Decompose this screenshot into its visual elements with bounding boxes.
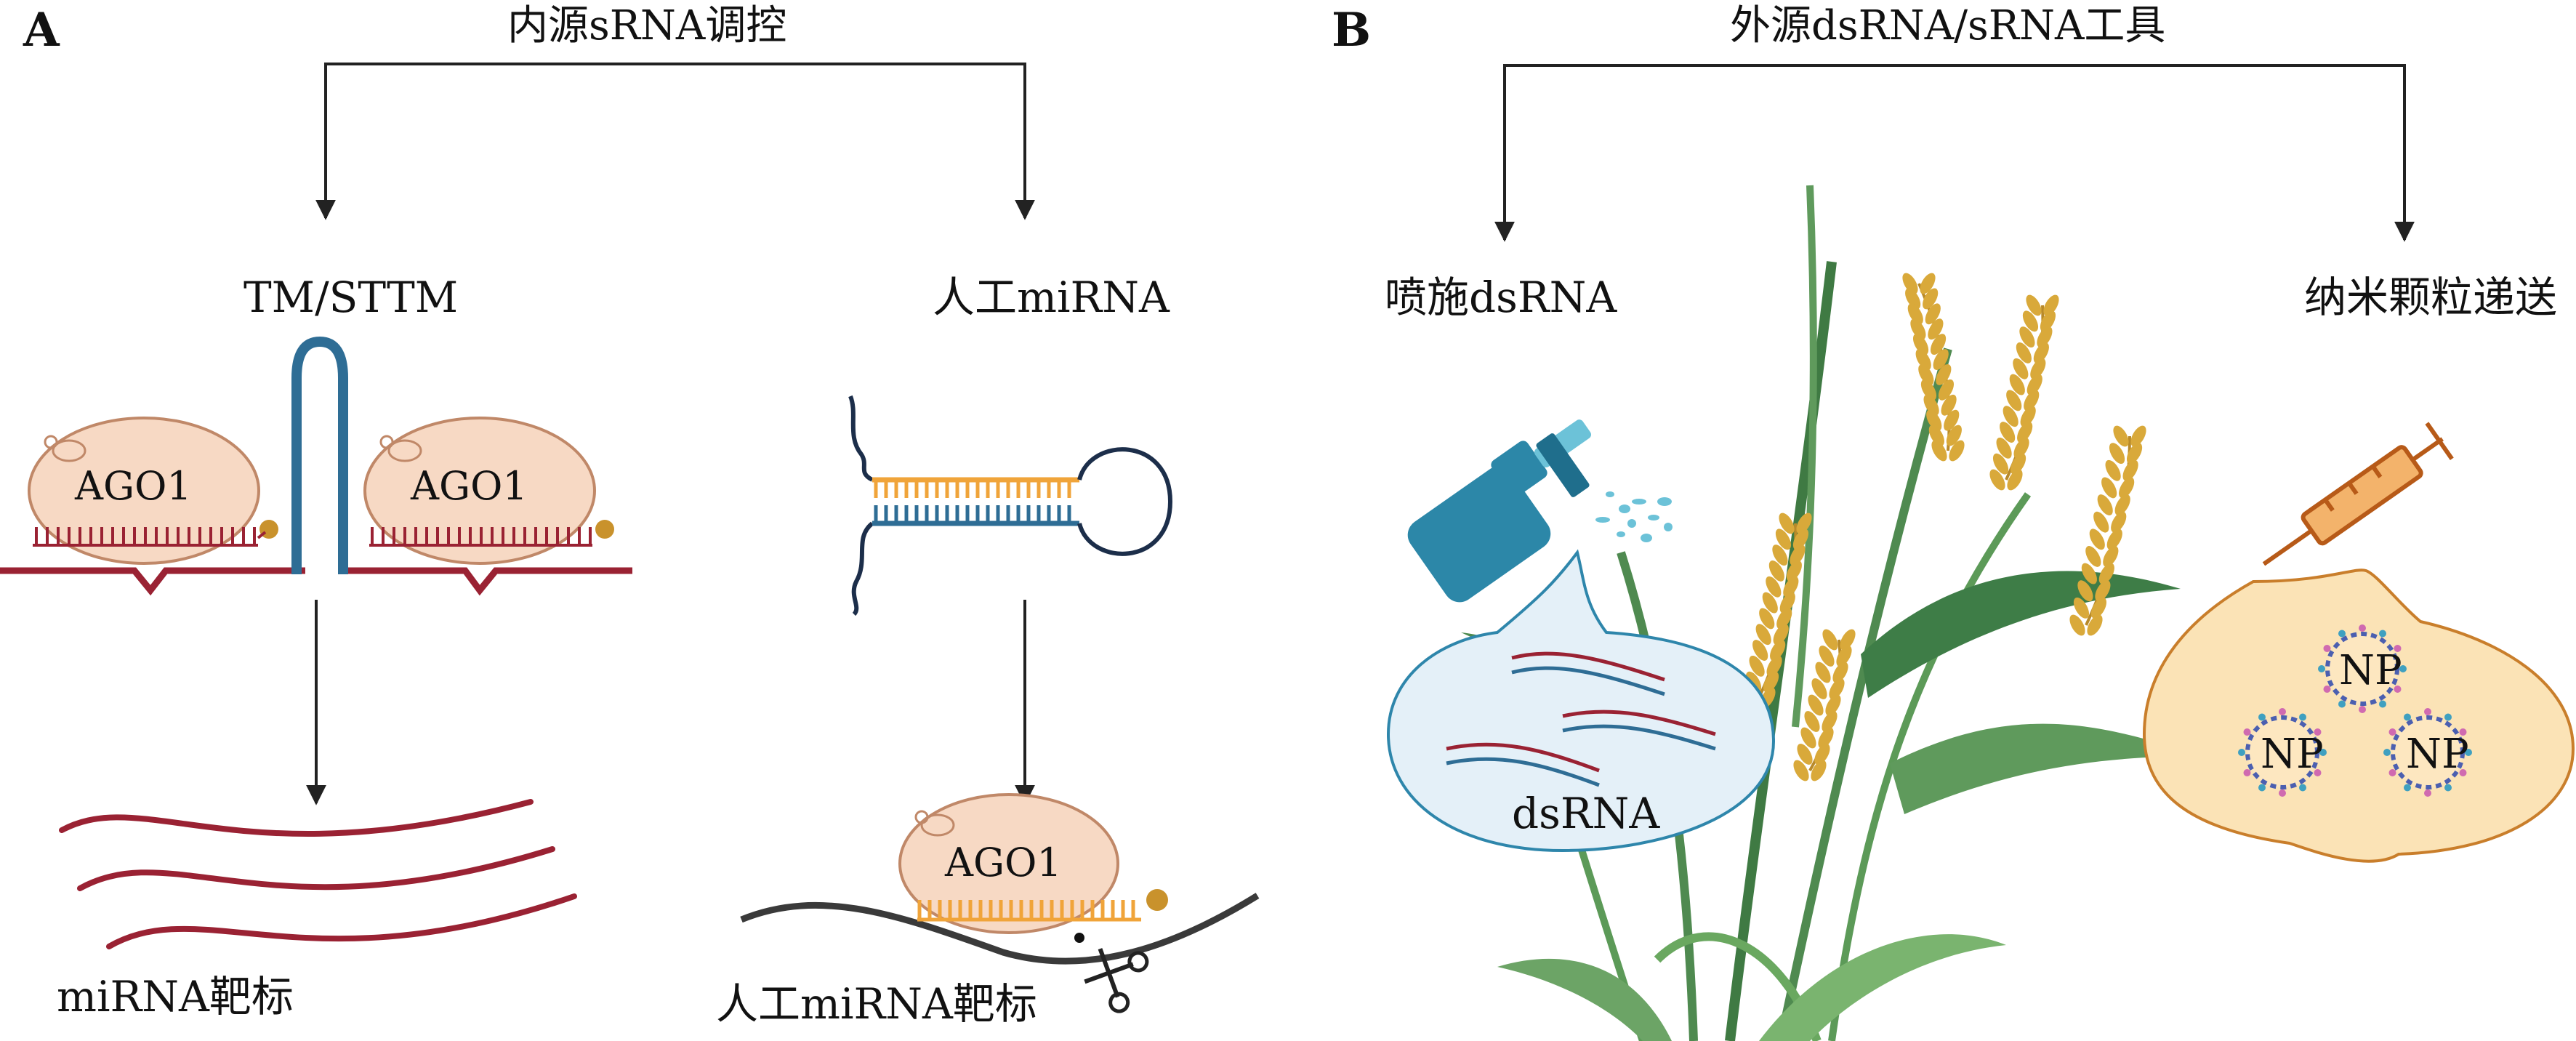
free-mirna-targets [59,799,577,949]
np-delivery-bubble [2142,568,2575,863]
sttm-hairpin [291,336,348,574]
mirna-cap-right [595,520,614,539]
artificial-mirna-hairpin [848,395,1173,616]
ago1-complex-amirna [898,793,1119,934]
syringe-icon [2262,422,2454,566]
panel-b-branch-connector [1494,64,2415,242]
dsrna-duplexes [1446,651,1716,787]
sprayer-bottle-icon [1407,419,1673,603]
scissors-icon [1084,948,1149,1013]
dsrna-speech-bubble [1386,549,1776,853]
panel-a-branch-connector [315,63,1035,220]
artificial-target-mrna [740,893,1260,965]
tm-sttm-illustration [0,336,632,596]
target-mrna-line [0,567,632,596]
